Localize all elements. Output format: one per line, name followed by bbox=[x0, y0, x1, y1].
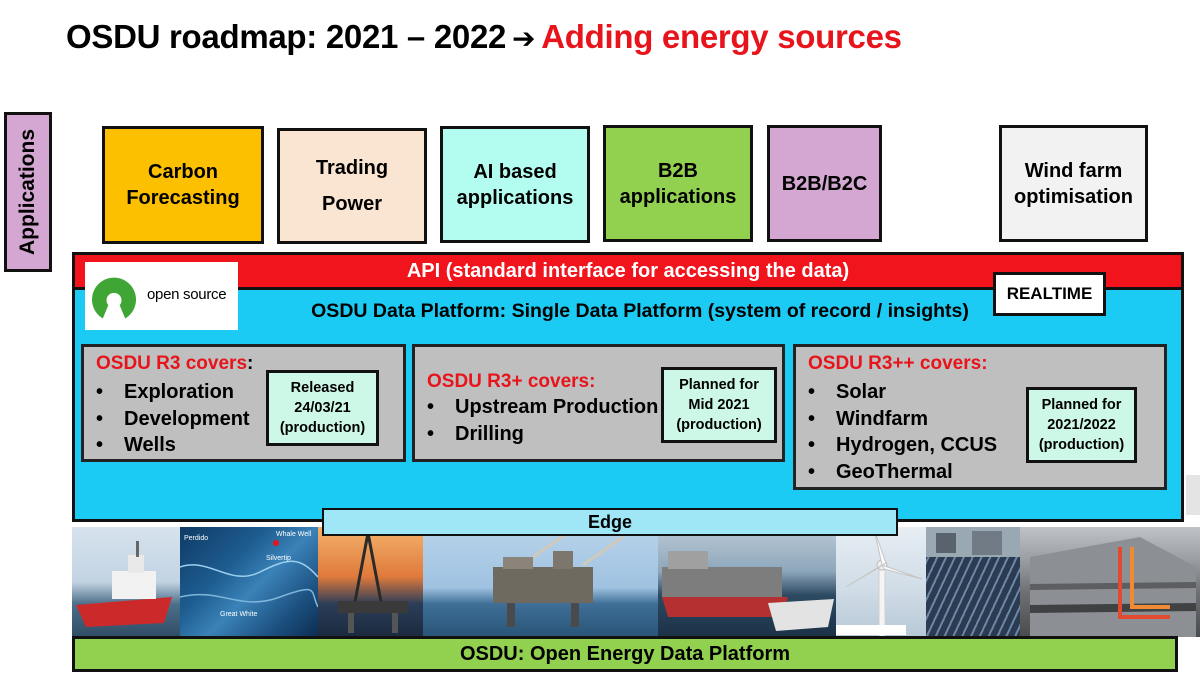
release-head: OSDU R3++ covers: bbox=[808, 353, 988, 375]
photo-wind-turbine bbox=[836, 527, 926, 637]
app-line: applications bbox=[456, 186, 574, 209]
release-note: Planned for 2021/2022 (production) bbox=[1026, 387, 1137, 463]
open-source-logo: open source bbox=[85, 262, 238, 330]
app-line: optimisation bbox=[1014, 185, 1133, 208]
app-line: AI based bbox=[473, 160, 557, 183]
release-items: Solar Windfarm Hydrogen, CCUS GeoThermal bbox=[808, 379, 997, 485]
open-energy-data-platform-bar: OSDU: Open Energy Data Platform bbox=[72, 636, 1178, 672]
app-line: B2B/B2C bbox=[781, 172, 868, 195]
note-line: Mid 2021 bbox=[688, 397, 750, 413]
realtime-label: REALTIME bbox=[1006, 284, 1093, 303]
app-line: B2B bbox=[657, 159, 698, 182]
list-item: Hydrogen, CCUS bbox=[808, 432, 997, 459]
bottom-bar-label: OSDU: Open Energy Data Platform bbox=[459, 642, 791, 665]
list-item: Exploration bbox=[96, 379, 250, 406]
photo-fpso-vessel bbox=[658, 527, 836, 637]
list-item: Development bbox=[96, 406, 250, 433]
photo-seismic-map: Whale Well Silvertip Great White Perdido bbox=[180, 527, 318, 637]
note-line: 24/03/21 bbox=[294, 400, 351, 416]
title-accent: Adding energy sources bbox=[541, 18, 902, 55]
list-item: Wells bbox=[96, 432, 250, 459]
app-line: Trading bbox=[315, 157, 389, 179]
app-line: Power bbox=[321, 193, 383, 215]
app-box-b2b-applications: B2B applications bbox=[603, 125, 753, 242]
note-line: Planned for bbox=[679, 377, 759, 393]
geothermal-icon bbox=[1029, 537, 1197, 637]
list-item: Drilling bbox=[427, 421, 658, 448]
ship-icon bbox=[76, 541, 172, 627]
note-line: (production) bbox=[279, 420, 366, 436]
applications-tab: Applications bbox=[4, 112, 52, 272]
slide-title: OSDU roadmap: 2021 – 2022➔Adding energy … bbox=[66, 18, 902, 56]
photo-strip: Whale Well Silvertip Great White Perdido bbox=[72, 527, 1200, 637]
app-line: Carbon bbox=[148, 161, 218, 183]
edge-bar: Edge bbox=[322, 508, 898, 536]
list-item: Windfarm bbox=[808, 406, 997, 433]
photo-geothermal-section bbox=[1020, 527, 1200, 637]
map-label: Great White bbox=[220, 611, 258, 618]
release-panel-r3-plus-plus: OSDU R3++ covers: Solar Windfarm Hydroge… bbox=[793, 344, 1167, 490]
release-head-text: OSDU R3++ covers: bbox=[808, 353, 988, 374]
edge-label: Edge bbox=[587, 511, 632, 532]
release-head: OSDU R3 covers: bbox=[96, 353, 253, 375]
app-line: applications bbox=[619, 185, 737, 208]
api-bar-label: API (standard interface for accessing th… bbox=[406, 259, 850, 282]
photo-survey-vessel bbox=[72, 527, 180, 637]
note-line: Released bbox=[290, 380, 355, 396]
release-panel-r3-plus: OSDU R3+ covers: Upstream Production Dri… bbox=[412, 344, 785, 462]
release-head-suffix: : bbox=[247, 353, 254, 374]
release-items: Upstream Production Drilling bbox=[427, 394, 658, 447]
release-head-text: OSDU R3 covers bbox=[96, 353, 248, 374]
app-box-b2b-b2c: B2B/B2C bbox=[767, 125, 882, 242]
app-line: Forecasting bbox=[126, 187, 240, 209]
app-box-ai-applications: AI based applications bbox=[440, 126, 590, 243]
map-label: Perdido bbox=[184, 535, 209, 542]
note-line: (production) bbox=[676, 417, 762, 433]
app-box-carbon-forecasting: Carbon Forecasting bbox=[102, 126, 264, 244]
list-item: Solar bbox=[808, 379, 997, 406]
map-icon bbox=[180, 540, 318, 608]
map-label: Whale Well bbox=[276, 531, 312, 538]
list-item: GeoThermal bbox=[808, 459, 997, 486]
note-line: (production) bbox=[1038, 437, 1125, 453]
photo-solar-panels bbox=[926, 527, 1020, 637]
app-line: Wind farm bbox=[1024, 159, 1123, 182]
release-head-text: OSDU R3+ covers: bbox=[427, 371, 596, 392]
release-panel-r3: OSDU R3 covers: Exploration Development … bbox=[81, 344, 406, 462]
platform-icon bbox=[493, 527, 624, 627]
photo-offshore-platform bbox=[423, 527, 658, 637]
release-note: Planned for Mid 2021 (production) bbox=[661, 367, 777, 443]
rig-icon bbox=[338, 532, 408, 633]
release-head: OSDU R3+ covers: bbox=[427, 371, 595, 393]
title-main: OSDU roadmap: 2021 – 2022 bbox=[66, 18, 507, 55]
release-note: Released 24/03/21 (production) bbox=[266, 370, 379, 446]
note-line: Planned for bbox=[1041, 397, 1122, 413]
release-items: Exploration Development Wells bbox=[96, 379, 250, 459]
solar-panel-icon bbox=[926, 527, 1020, 557]
note-line: 2021/2022 bbox=[1047, 417, 1116, 433]
open-source-logo-icon bbox=[92, 277, 136, 319]
app-box-trading-power: Trading Power bbox=[277, 128, 427, 244]
edge-tab-decoration bbox=[1186, 475, 1200, 515]
applications-label: Applications bbox=[16, 128, 40, 256]
app-box-wind-farm-optimisation: Wind farm optimisation bbox=[999, 125, 1148, 242]
photo-drilling-rig bbox=[318, 527, 423, 637]
realtime-box: REALTIME bbox=[993, 272, 1106, 316]
fpso-icon bbox=[662, 551, 834, 631]
right-arrow-icon: ➔ bbox=[512, 22, 536, 55]
map-label: Silvertip bbox=[266, 555, 291, 562]
platform-title: OSDU Data Platform: Single Data Platform… bbox=[311, 300, 969, 322]
list-item: Upstream Production bbox=[427, 394, 658, 421]
open-source-logo-text: open source bbox=[147, 286, 227, 303]
api-bar: API (standard interface for accessing th… bbox=[72, 252, 1184, 290]
wind-turbine-icon bbox=[836, 528, 923, 637]
